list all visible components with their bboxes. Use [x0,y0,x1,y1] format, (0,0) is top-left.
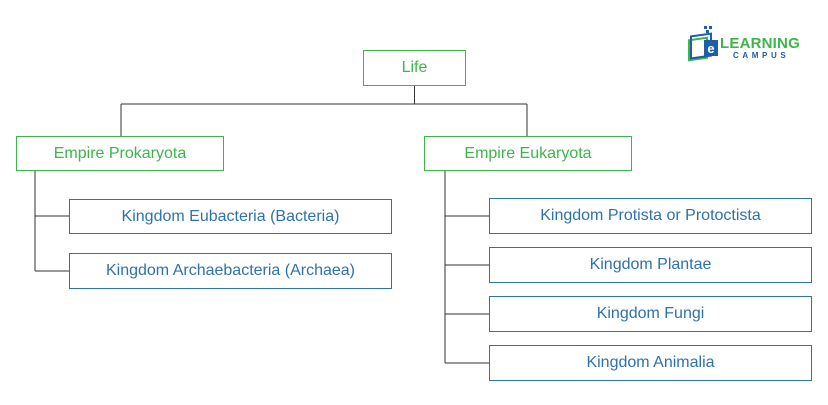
kingdom-animalia-node: Kingdom Animalia [489,345,812,381]
logo-title: LEARNING [720,35,800,52]
life-node: Life [363,50,466,86]
kingdom-plantae-node: Kingdom Plantae [489,247,812,283]
elearning-campus-logo: e LEARNING CAMPUS [688,22,808,66]
logo-dot [704,26,707,29]
kingdom-eubacteria-node: Kingdom Eubacteria (Bacteria) [69,199,392,234]
empire-eukaryota-node: Empire Eukaryota [424,136,632,171]
kingdom-protista-node: Kingdom Protista or Protoctista [489,198,812,234]
kingdom-archaebacteria-node: Kingdom Archaebacteria (Archaea) [69,253,392,289]
logo-e-mark: e [704,40,718,56]
empire-prokaryota-node: Empire Prokaryota [16,136,224,171]
logo-dot [706,30,709,33]
logo-subtitle: CAMPUS [733,51,790,60]
logo-dot [709,26,712,29]
kingdom-fungi-node: Kingdom Fungi [489,296,812,332]
